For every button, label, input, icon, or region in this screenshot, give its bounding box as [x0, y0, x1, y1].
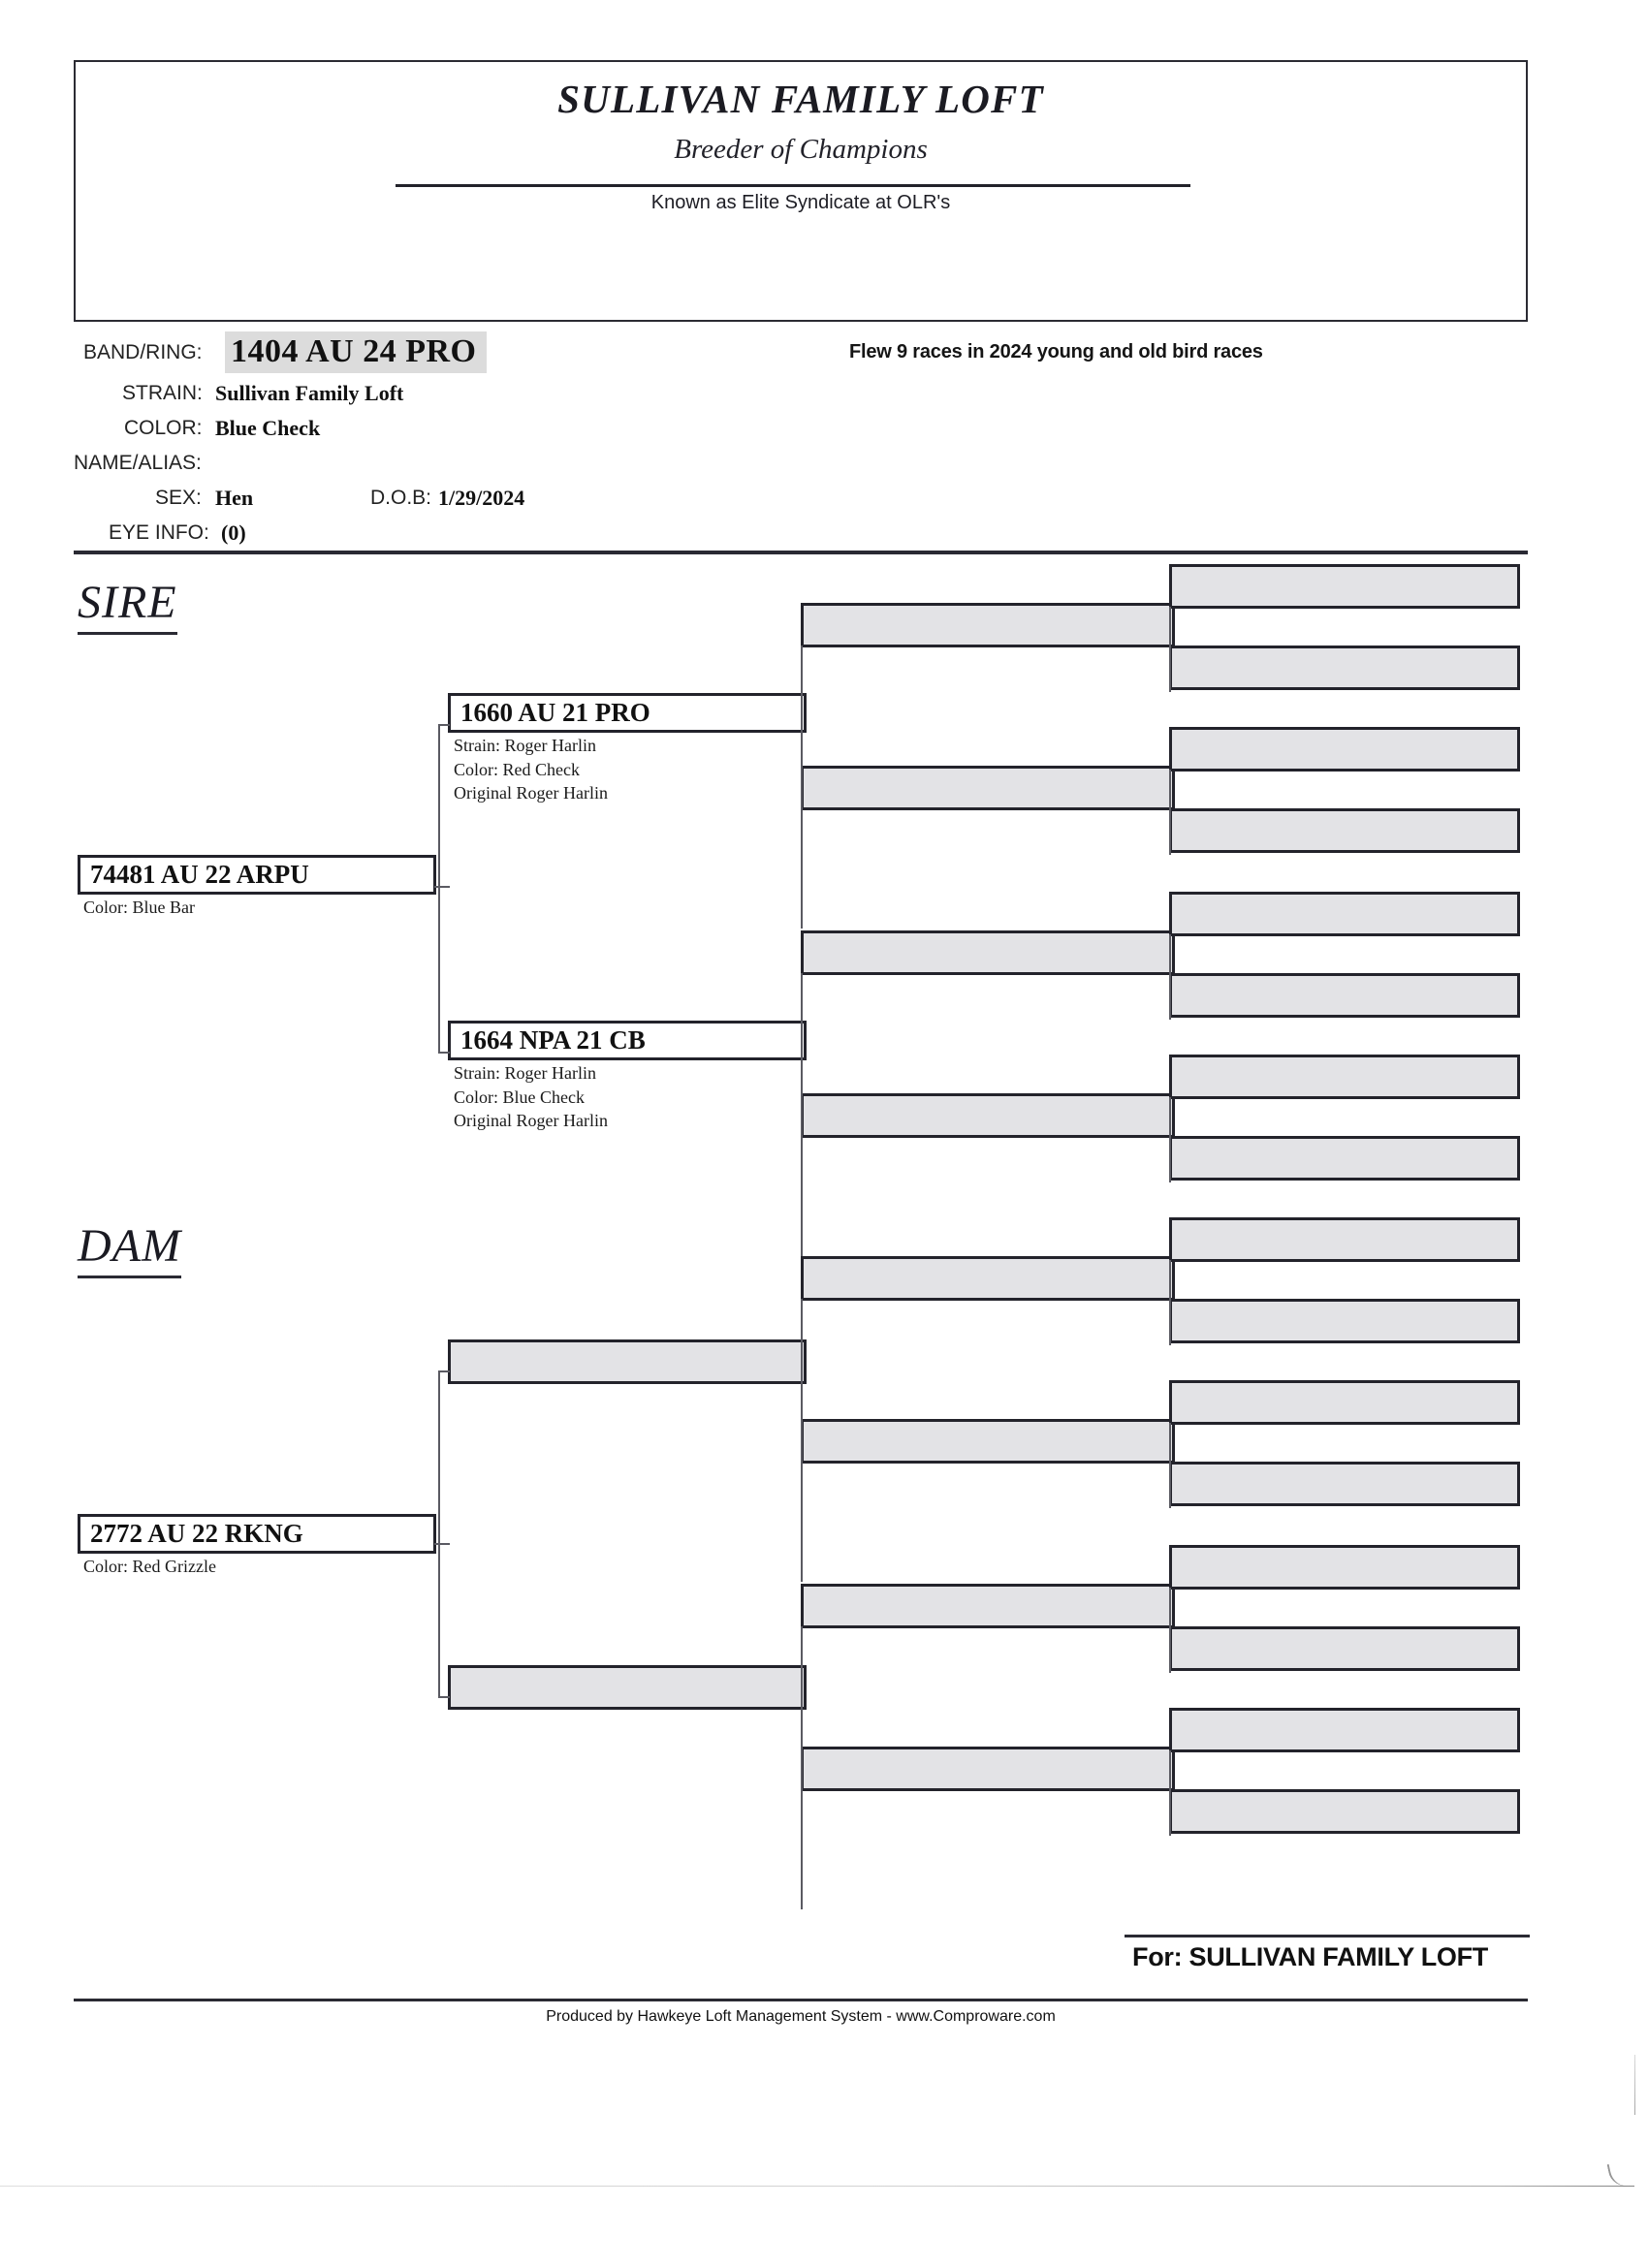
header-divider	[396, 184, 1190, 187]
sire-father-detail-0: Strain: Roger Harlin	[454, 736, 596, 756]
empty-ancestor-slot	[1169, 1462, 1520, 1506]
sire-mother-box: 1664 NPA 21 CB Strain: Roger Harlin Colo…	[448, 1021, 807, 1131]
sire-mother-detail-0: Strain: Roger Harlin	[454, 1063, 596, 1084]
sire-connector-stem	[434, 886, 450, 888]
empty-ancestor-slot	[801, 603, 1175, 647]
empty-ancestor-slot	[801, 1093, 1175, 1138]
produced-by-wrap: Produced by Hawkeye Loft Management Syst…	[74, 2008, 1528, 2026]
dam-father-empty-slot	[448, 1339, 807, 1384]
empty-ancestor-slot	[801, 1584, 1175, 1628]
dam-connector-vertical	[438, 1370, 440, 1696]
dam-mother-empty-slot	[448, 1665, 807, 1710]
race-note: Flew 9 races in 2024 young and old bird …	[849, 341, 1263, 362]
bracket-connector	[1169, 770, 1171, 855]
bracket-connector	[1169, 1097, 1171, 1182]
strain-value: Sullivan Family Loft	[215, 381, 404, 405]
empty-ancestor-slot	[1169, 1299, 1520, 1343]
empty-ancestor-slot	[1169, 1055, 1520, 1099]
loft-name: SULLIVAN FAMILY LOFT	[557, 77, 1044, 121]
color-value: Blue Check	[215, 416, 321, 440]
empty-ancestor-slot	[801, 1747, 1175, 1791]
empty-ancestor-slot	[1169, 1545, 1520, 1590]
sire-father-band: 1660 AU 21 PRO	[448, 693, 807, 734]
eye-info-label: EYE INFO:	[109, 521, 209, 544]
sire-box: 74481 AU 22 ARPU Color: Blue Bar	[78, 855, 436, 919]
sire-mother-detail-2: Original Roger Harlin	[454, 1110, 608, 1130]
eye-info-value: (0)	[221, 520, 246, 545]
scan-edge-right-line	[1634, 2055, 1635, 2115]
sire-heading: SIRE	[78, 576, 177, 635]
sex-label: SEX:	[155, 487, 202, 509]
empty-ancestor-slot	[1169, 727, 1520, 772]
scan-edge-line	[0, 2186, 1634, 2187]
bracket-connector	[1169, 607, 1171, 692]
sire-father-box: 1660 AU 21 PRO Strain: Roger Harlin Colo…	[448, 693, 807, 803]
empty-ancestor-slot	[1169, 1136, 1520, 1181]
empty-ancestor-slot	[1169, 1217, 1520, 1262]
bracket-connector	[801, 646, 803, 929]
empty-ancestor-slot	[1169, 973, 1520, 1018]
sex-value: Hen	[215, 486, 254, 510]
dob-value: 1/29/2024	[438, 486, 525, 510]
dam-connector-bottom	[438, 1696, 450, 1698]
sire-father-detail-2: Original Roger Harlin	[454, 782, 608, 803]
sire-mother-detail-1: Color: Blue Check	[454, 1087, 585, 1107]
empty-ancestor-slot	[1169, 808, 1520, 853]
empty-ancestor-slot	[801, 1419, 1175, 1464]
empty-ancestor-slot	[1169, 1380, 1520, 1425]
empty-ancestor-slot	[1169, 1789, 1520, 1834]
sire-connector-bottom	[438, 1052, 450, 1054]
dam-band: 2772 AU 22 RKNG	[78, 1514, 436, 1555]
dam-connector-stem	[434, 1543, 450, 1545]
empty-ancestor-slot	[801, 1256, 1175, 1301]
loft-known-as: Known as Elite Syndicate at OLR's	[650, 192, 951, 213]
empty-ancestor-slot	[1169, 564, 1520, 609]
strain-label: STRAIN:	[122, 382, 203, 404]
color-label: COLOR:	[124, 417, 203, 439]
empty-ancestor-slot	[1169, 1626, 1520, 1671]
sire-connector-vertical	[438, 724, 440, 1054]
for-loft-divider	[1125, 1935, 1530, 1937]
bracket-connector	[801, 973, 803, 1256]
bird-info-block: BAND/RING: 1404 AU 24 PRO STRAIN: Sulliv…	[0, 328, 1648, 545]
name-alias-label: NAME/ALIAS:	[74, 452, 202, 474]
sire-detail-0: Color: Blue Bar	[83, 898, 195, 918]
bracket-connector	[1169, 1750, 1171, 1836]
for-loft-label: For: SULLIVAN FAMILY LOFT	[1132, 1942, 1488, 1971]
dob-label: D.O.B:	[370, 487, 432, 509]
sire-mother-band: 1664 NPA 21 CB	[448, 1021, 807, 1061]
bracket-connector	[1169, 1423, 1171, 1508]
empty-ancestor-slot	[801, 930, 1175, 975]
dam-box: 2772 AU 22 RKNG Color: Red Grizzle	[78, 1514, 436, 1578]
empty-ancestor-slot	[1169, 646, 1520, 690]
section-top-divider	[74, 551, 1528, 554]
dam-heading: DAM	[78, 1219, 181, 1278]
bracket-connector	[801, 1299, 803, 1582]
band-ring-value: 1404 AU 24 PRO	[225, 331, 487, 373]
produced-by-text: Produced by Hawkeye Loft Management Syst…	[546, 2008, 1056, 2025]
bracket-connector	[1169, 1260, 1171, 1345]
bracket-connector	[801, 1626, 803, 1909]
bracket-connector	[1169, 1588, 1171, 1673]
bracket-connector	[1169, 934, 1171, 1020]
scan-corner-fold	[1606, 2158, 1639, 2189]
empty-ancestor-slot	[801, 766, 1175, 810]
footer-divider	[74, 1999, 1528, 2001]
sire-band: 74481 AU 22 ARPU	[78, 855, 436, 896]
empty-ancestor-slot	[1169, 1708, 1520, 1752]
dam-detail-0: Color: Red Grizzle	[83, 1557, 216, 1577]
loft-header-box: SULLIVAN FAMILY LOFT Breeder of Champion…	[74, 60, 1528, 322]
sire-connector-top	[438, 724, 450, 726]
loft-tagline: Breeder of Champions	[674, 134, 928, 165]
sire-father-detail-1: Color: Red Check	[454, 759, 580, 779]
band-ring-label: BAND/RING:	[83, 341, 203, 363]
empty-ancestor-slot	[1169, 892, 1520, 936]
dam-connector-top	[438, 1370, 450, 1372]
